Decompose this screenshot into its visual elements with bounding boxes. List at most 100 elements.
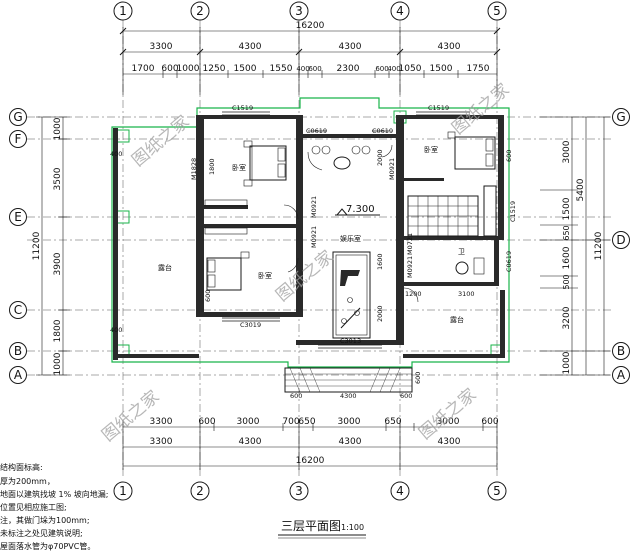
- watermark: 图纸之家: [272, 247, 337, 306]
- top-minor-dim: 1050: [399, 64, 422, 74]
- right-total-dim: 11200: [594, 231, 604, 260]
- inner-dim: 2000: [376, 149, 384, 166]
- axis-label-3: 3: [295, 4, 303, 18]
- axis-label-f: F: [15, 132, 22, 146]
- left-dim: 3900: [53, 252, 63, 275]
- top-minor-dim: 1000: [177, 64, 200, 74]
- top-total-dim: 16200: [296, 21, 325, 31]
- right-dim: 1600: [562, 246, 572, 269]
- bottom-major-dim: 4300: [239, 437, 262, 447]
- left-axis-bubbles: [9, 108, 27, 384]
- door-tag: M0921: [388, 158, 396, 180]
- bottom-minor-dim: 600: [198, 417, 215, 427]
- inner-dim: 400: [110, 326, 122, 334]
- room-label-bedroom: 卧室: [232, 163, 246, 172]
- right-dimension-lines: [540, 116, 610, 376]
- window-tag: C0619: [505, 251, 513, 272]
- bottom-dimension-lines: [122, 420, 498, 470]
- left-dim: 1800: [53, 319, 63, 342]
- inner-dim: 4300: [340, 392, 357, 400]
- door-tag: M1828: [190, 158, 198, 180]
- axis-label-2: 2: [196, 4, 204, 18]
- right-dim: 1500: [562, 197, 572, 220]
- top-major-dim: 4300: [239, 42, 262, 52]
- inner-dim: 600: [204, 290, 212, 302]
- room-label-bedroom: 卧室: [424, 145, 438, 154]
- bottom-minor-dim: 3000: [338, 417, 361, 427]
- top-axis-bubbles: [113, 1, 507, 21]
- bottom-minor-dim: 3000: [237, 417, 260, 427]
- axis-label-1-bottom: 1: [119, 484, 127, 498]
- bottom-minor-dim: 3300: [150, 417, 173, 427]
- top-minor-dim: 2300: [337, 64, 360, 74]
- furniture: [204, 131, 497, 393]
- watermark: 图纸之家: [415, 385, 480, 444]
- bottom-major-dim: 4300: [438, 437, 461, 447]
- inner-dim: 1200: [405, 290, 422, 298]
- door-tag: M0721: [406, 233, 414, 255]
- axis-label-c: C: [14, 303, 22, 317]
- inner-dim: 3100: [458, 290, 475, 298]
- axis-label-1: 1: [119, 4, 127, 18]
- inner-dim: 600: [400, 392, 412, 400]
- inner-dim: 600: [505, 150, 513, 162]
- windows: [222, 111, 470, 349]
- right-dim: 650: [562, 225, 571, 240]
- right-dim: 1000: [562, 351, 572, 374]
- axis-label-e: E: [14, 210, 22, 224]
- window-tag: C1519: [232, 104, 253, 112]
- axis-label-g-right: G: [616, 110, 625, 124]
- top-minor-dim: 1500: [430, 64, 453, 74]
- right-axis-bubbles: [612, 108, 630, 384]
- axis-label-a: A: [14, 368, 23, 382]
- note-line: 结构面标高:: [0, 462, 43, 472]
- drawing-scale: 1:100: [341, 523, 364, 532]
- inner-dim: 400: [110, 150, 122, 158]
- top-minor-dim: 600: [308, 65, 321, 73]
- bottom-minor-dim: 3000: [437, 417, 460, 427]
- window-tag: C3019: [240, 321, 261, 329]
- inner-dim: 1600: [376, 253, 384, 270]
- window-tag: C3013: [340, 337, 361, 345]
- elevation-mark: 7.300: [346, 204, 375, 215]
- note-line: 屋面落水管为φ70PVC管。: [0, 541, 95, 551]
- note-line: 厚为200mm，: [0, 476, 55, 486]
- window-tag: C0619: [306, 127, 327, 135]
- axis-label-5-bottom: 5: [493, 484, 501, 498]
- watermark: 图纸之家: [128, 112, 193, 171]
- top-minor-dim: 400: [387, 65, 400, 73]
- bottom-total-dim: 16200: [296, 456, 325, 466]
- left-total-dim: 11200: [32, 231, 42, 260]
- note-line: 地面以建筑找坡 1% 坡向地漏;: [0, 489, 108, 499]
- right-mid-dim: 5400: [576, 178, 586, 201]
- axis-label-2-bottom: 2: [196, 484, 204, 498]
- axis-label-3-bottom: 3: [295, 484, 303, 498]
- note-line: 注，其做门垛为100mm;: [0, 515, 90, 525]
- bottom-minor-dim: 650: [384, 417, 401, 427]
- door-tag: M0921: [406, 256, 414, 278]
- top-minor-dim: 1700: [132, 64, 155, 74]
- top-major-dim: 4300: [438, 42, 461, 52]
- inner-dim: 2000: [376, 305, 384, 322]
- left-dim: 1000: [53, 352, 63, 375]
- drawing-title: 三层平面图: [281, 519, 341, 533]
- top-minor-dim: 1500: [234, 64, 257, 74]
- left-dim: 1000: [53, 117, 63, 140]
- room-label-terrace: 露台: [450, 315, 464, 324]
- walls: [113, 115, 505, 360]
- room-label-leisure: 娱乐室: [340, 234, 361, 243]
- top-major-dim: 3300: [150, 42, 173, 52]
- bottom-minor-dim: 600: [481, 417, 498, 427]
- top-minor-dim: 1250: [203, 64, 226, 74]
- eave-outline: [111, 97, 510, 368]
- room-label-bath: 卫: [458, 248, 465, 256]
- bottom-minor-dim: 700: [282, 417, 299, 427]
- door-tag: M0921: [310, 226, 318, 248]
- bottom-major-dim: 4300: [339, 437, 362, 447]
- door-tag: M0921: [310, 196, 318, 218]
- axis-label-5: 5: [493, 4, 501, 18]
- axis-label-d-right: D: [616, 233, 625, 247]
- inner-dim: 1800: [208, 158, 216, 175]
- inner-dim: 600: [290, 392, 302, 400]
